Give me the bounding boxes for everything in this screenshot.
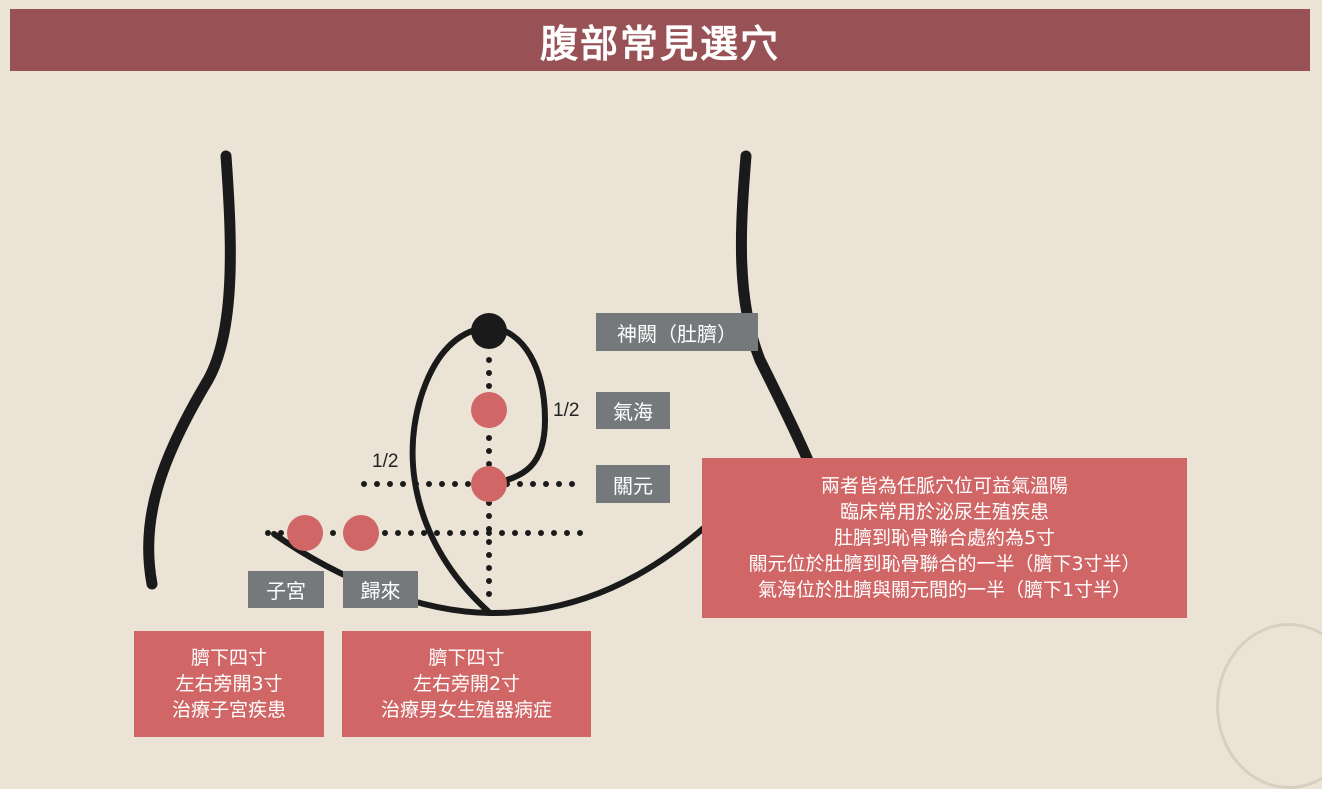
guilai-note-box: 臍下四寸 左右旁開2寸 治療男女生殖器病症 [342,631,591,737]
center-note-box: 兩者皆為任脈穴位可益氣溫陽 臨床常用於泌尿生殖疾患 肚臍到恥骨聯合處約為5寸 關… [702,458,1187,618]
page-title: 腹部常見選穴 [10,9,1310,71]
note-line: 治療子宮疾患 [171,699,286,721]
note-line: 臨床常用於泌尿生殖疾患 [839,501,1049,523]
qihai-tag: 氣海 [596,392,670,429]
left-waist-outline [143,150,236,590]
note-line: 臍下四寸 [190,647,267,669]
note-line: 肚臍到恥骨聯合處約為5寸 [833,527,1056,549]
note-line: 臍下四寸 [428,647,505,669]
zigong-note-box: 臍下四寸 左右旁開3寸 治療子宮疾患 [134,631,324,737]
zigong-point [287,515,323,551]
shenque-tag: 神闕（肚臍） [596,313,758,351]
note-line: 左右旁開2寸 [412,673,521,695]
shenque-point [471,313,507,349]
vertical-ratio-label: 1/2 [553,400,580,421]
guilai-tag: 歸來 [343,571,418,608]
note-line: 兩者皆為任脈穴位可益氣溫陽 [820,475,1068,497]
abdomen-diagram [143,150,818,617]
guanyuan-point [471,466,507,502]
guanyuan-tag: 關元 [596,465,670,503]
qihai-point [471,392,507,428]
note-line: 左右旁開3寸 [175,673,283,695]
horizontal-ratio-label: 1/2 [372,451,399,472]
note-line: 氣海位於肚臍與關元間的一半（臍下1寸半） [757,579,1132,601]
guilai-point [343,515,379,551]
note-line: 治療男女生殖器病症 [380,699,552,721]
zigong-tag: 子宮 [248,571,324,608]
note-line: 關元位於肚臍到恥骨聯合的一半（臍下3寸半） [748,553,1141,575]
right-waist-outline [735,150,818,476]
